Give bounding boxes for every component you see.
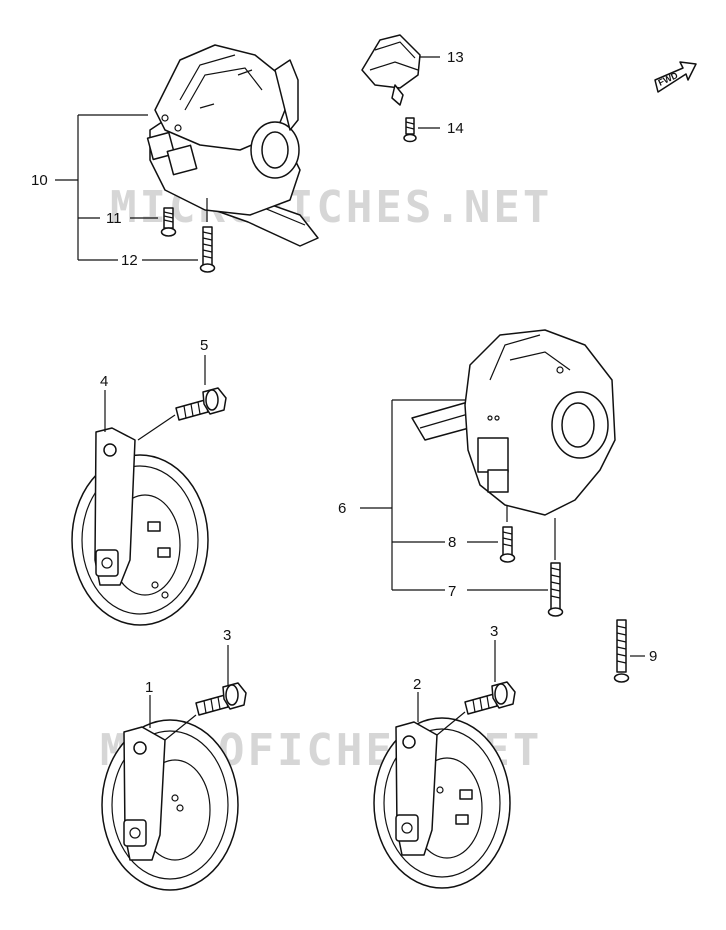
right-handlebar-switch bbox=[411, 329, 616, 516]
leader-10 bbox=[55, 114, 208, 261]
screw-9-icon bbox=[613, 619, 630, 683]
callout-3b: 3 bbox=[490, 623, 498, 640]
callout-12: 12 bbox=[121, 252, 138, 269]
bolt-5-icon bbox=[175, 387, 227, 421]
callout-10: 10 bbox=[31, 172, 48, 189]
callout-9: 9 bbox=[649, 648, 657, 665]
callout-6: 6 bbox=[338, 500, 346, 517]
callout-14: 14 bbox=[447, 120, 464, 137]
callout-13: 13 bbox=[447, 49, 464, 66]
screw-8-icon bbox=[499, 526, 516, 563]
screw-14-icon bbox=[403, 117, 417, 143]
horn-1 bbox=[101, 719, 239, 891]
clamp-13 bbox=[361, 34, 421, 106]
horn-2 bbox=[373, 717, 511, 889]
screw-7-icon bbox=[547, 562, 564, 617]
leader-2b bbox=[436, 711, 466, 736]
callout-3a: 3 bbox=[223, 627, 231, 644]
bolt-3a-icon bbox=[195, 682, 247, 716]
leader-4b bbox=[137, 414, 176, 441]
left-handlebar-switch bbox=[146, 44, 319, 247]
callout-4: 4 bbox=[100, 373, 108, 390]
callout-7: 7 bbox=[448, 583, 456, 600]
callout-1: 1 bbox=[145, 679, 153, 696]
callout-11: 11 bbox=[106, 210, 122, 227]
leader-1b bbox=[164, 714, 197, 741]
fwd-arrow-icon: FWD bbox=[654, 61, 697, 93]
screw-12-icon bbox=[199, 226, 216, 273]
callout-2: 2 bbox=[413, 676, 421, 693]
horn-4 bbox=[71, 427, 209, 626]
callout-5: 5 bbox=[200, 337, 208, 354]
callout-8: 8 bbox=[448, 534, 456, 551]
leader-6 bbox=[360, 399, 645, 657]
screw-11-icon bbox=[160, 207, 177, 237]
bolt-3b-icon bbox=[464, 681, 516, 715]
